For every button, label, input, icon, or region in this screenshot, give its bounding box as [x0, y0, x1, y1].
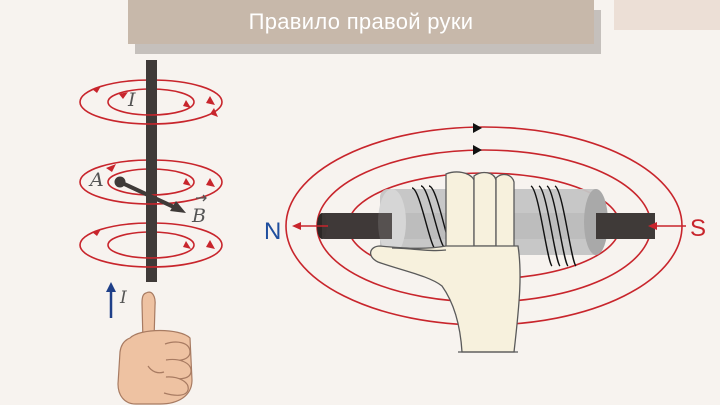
field-direction-arrow	[106, 164, 116, 172]
b-vector-head	[170, 201, 186, 213]
point-a-label: A	[88, 169, 104, 191]
field-arrow-top-inner	[473, 145, 482, 155]
conductor-wire	[146, 60, 157, 282]
point-a-dot	[114, 176, 126, 188]
field-direction-arrow	[206, 178, 215, 187]
field-arrow-top-outer	[473, 123, 482, 133]
north-pole-label: N	[264, 218, 281, 245]
gripping-hand-icon	[370, 171, 521, 353]
field-direction-arrow	[183, 100, 191, 108]
south-pole-label: S	[690, 215, 706, 242]
field-direction-arrow	[206, 96, 215, 105]
field-direction-arrow	[183, 178, 191, 186]
current-arrow-head	[106, 282, 116, 292]
north-pole-arrow	[292, 222, 301, 230]
thumbs-up-hand-icon	[117, 291, 193, 405]
title-corner-decor	[614, 0, 720, 30]
field-direction-arrow	[210, 108, 218, 117]
field-b-label: B	[191, 205, 206, 227]
slide-title: Правило правой руки	[248, 9, 474, 34]
solenoid-figure: N S	[264, 123, 706, 353]
south-pole-arrow	[648, 222, 657, 230]
straight-wire-figure: I A B I	[79, 60, 223, 405]
field-direction-arrow	[183, 241, 191, 249]
field-direction-arrow	[206, 240, 215, 249]
field-direction-arrow	[92, 86, 101, 93]
title-bar: Правило правой руки	[128, 0, 594, 44]
field-direction-arrow	[92, 229, 101, 236]
field-direction-arrow	[119, 92, 128, 99]
current-label-top: I	[127, 89, 136, 111]
current-arrow-label: I	[119, 288, 127, 308]
vector-arrow-over-b	[196, 194, 207, 202]
b-vector-line	[119, 180, 177, 210]
